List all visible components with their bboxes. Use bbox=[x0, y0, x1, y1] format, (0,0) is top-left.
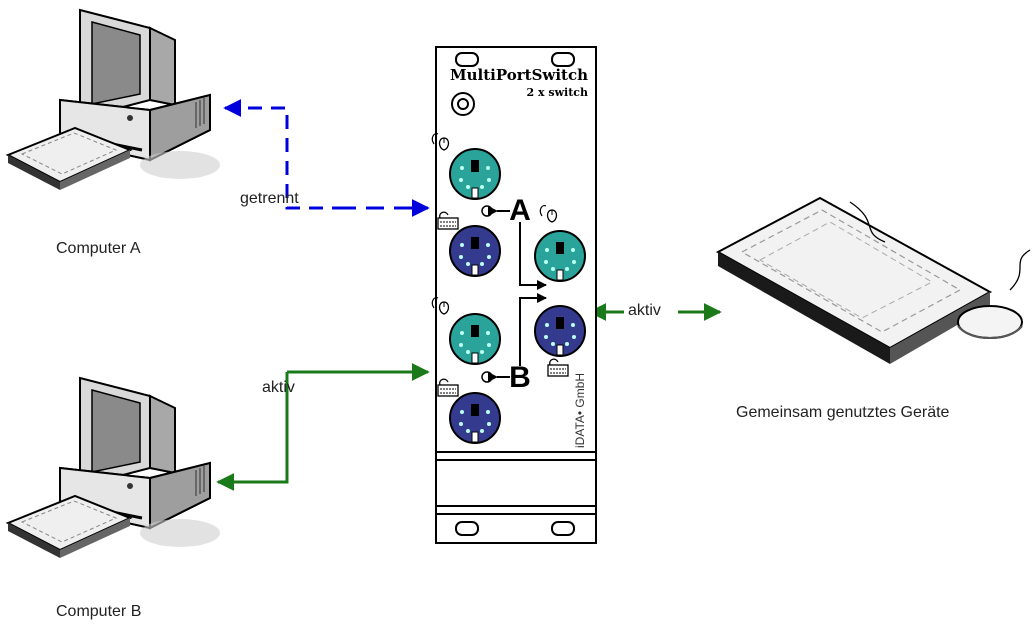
shared-connection-label: aktiv bbox=[628, 302, 661, 319]
shared-keyboard-icon bbox=[715, 196, 993, 364]
port-b-letter: B bbox=[509, 361, 531, 394]
shared-mouse-port-icon bbox=[534, 230, 586, 282]
connection-b-label: aktiv bbox=[262, 379, 295, 396]
shared-keyboard-port-icon bbox=[534, 305, 586, 357]
led-b-icon bbox=[481, 371, 493, 383]
computer-a-label: Computer A bbox=[56, 240, 141, 257]
computer-a-icon bbox=[6, 8, 222, 192]
device-subtitle: 2 x switch bbox=[527, 86, 589, 99]
device-brand: iDATA• GmbH bbox=[573, 373, 587, 448]
connection-b-line bbox=[216, 372, 289, 491]
port-b-keyboard-icon bbox=[449, 392, 501, 444]
shared-devices-label: Gemeinsam genutztes Geräte bbox=[736, 404, 950, 421]
computer-b-label: Computer B bbox=[56, 603, 142, 620]
shared-label-bg bbox=[624, 302, 678, 322]
connection-a-label: getrennt bbox=[240, 190, 299, 207]
port-b-mouse-icon bbox=[449, 313, 501, 365]
port-a-mouse-icon bbox=[449, 148, 501, 200]
multiport-switch bbox=[431, 46, 597, 544]
computer-b-icon bbox=[6, 376, 222, 560]
port-a-keyboard-icon bbox=[449, 225, 501, 277]
led-a-icon bbox=[481, 205, 493, 217]
port-a-letter: A bbox=[509, 194, 531, 227]
connection-a-line bbox=[223, 99, 338, 210]
shared-mouse-icon bbox=[957, 249, 1031, 339]
device-name: MultiPortSwitch bbox=[450, 66, 588, 84]
